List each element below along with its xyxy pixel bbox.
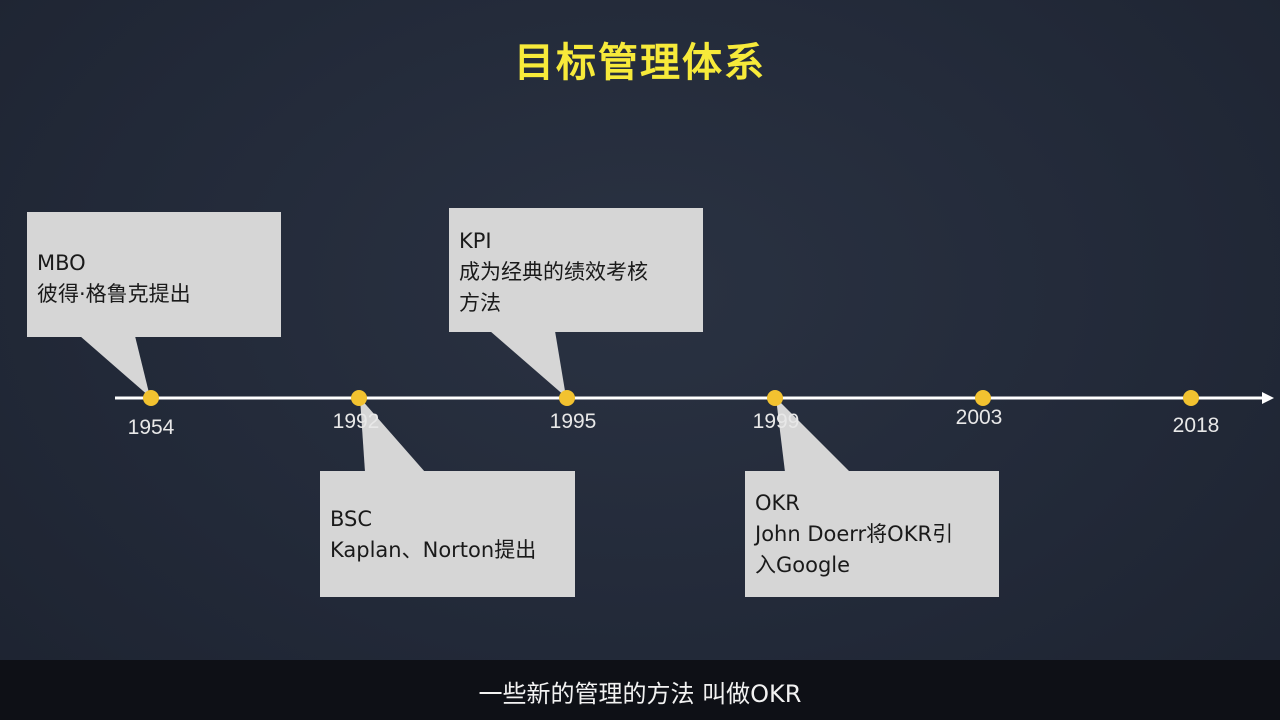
timeline-dot-2018 <box>1183 390 1199 406</box>
year-label-2003: 2003 <box>955 406 1003 429</box>
timeline-dot-2003 <box>975 390 991 406</box>
callout-kpi-desc-line2: 方法 <box>459 291 501 315</box>
slide-title: 目标管理体系 <box>514 40 766 86</box>
year-label-1999: 1999 <box>752 410 800 433</box>
year-label-1995: 1995 <box>549 410 597 433</box>
subtitle-bar <box>0 660 1280 720</box>
timeline-arrow-icon <box>1262 392 1274 404</box>
year-label-1992: 1992 <box>332 410 380 433</box>
callout-mbo-title: MBO <box>37 251 86 275</box>
callout-pointer-mbo <box>80 336 150 397</box>
year-label-1954: 1954 <box>127 416 175 439</box>
callout-okr-desc-line1: John Doerr将OKR引 <box>755 522 954 546</box>
callout-pointer-kpi <box>490 331 566 397</box>
year-label-2018: 2018 <box>1172 414 1220 437</box>
callout-kpi: KPI 成为经典的绩效考核 方法 <box>449 208 703 332</box>
timeline-dot-1954 <box>143 390 159 406</box>
callout-mbo: MBO 彼得·格鲁克提出 <box>27 212 281 337</box>
callout-pointer-bsc <box>360 398 425 472</box>
callout-kpi-desc-line1: 成为经典的绩效考核 <box>459 260 648 284</box>
callout-bsc: BSC Kaplan、Norton提出 <box>320 471 575 597</box>
callout-bsc-title: BSC <box>330 507 373 531</box>
timeline-dot-1992 <box>351 390 367 406</box>
callout-kpi-title: KPI <box>459 229 492 253</box>
timeline-dot-1995 <box>559 390 575 406</box>
callout-mbo-desc: 彼得·格鲁克提出 <box>37 282 191 306</box>
video-subtitle: 一些新的管理的方法 叫做OKR <box>478 680 802 708</box>
callout-pointer-okr <box>776 398 850 472</box>
callout-okr-desc-line2: 入Google <box>755 553 851 577</box>
callout-bsc-desc: Kaplan、Norton提出 <box>330 538 537 562</box>
callout-okr: OKR John Doerr将OKR引 入Google <box>745 471 999 597</box>
callout-okr-title: OKR <box>755 491 800 515</box>
timeline-dot-1999 <box>767 390 783 406</box>
